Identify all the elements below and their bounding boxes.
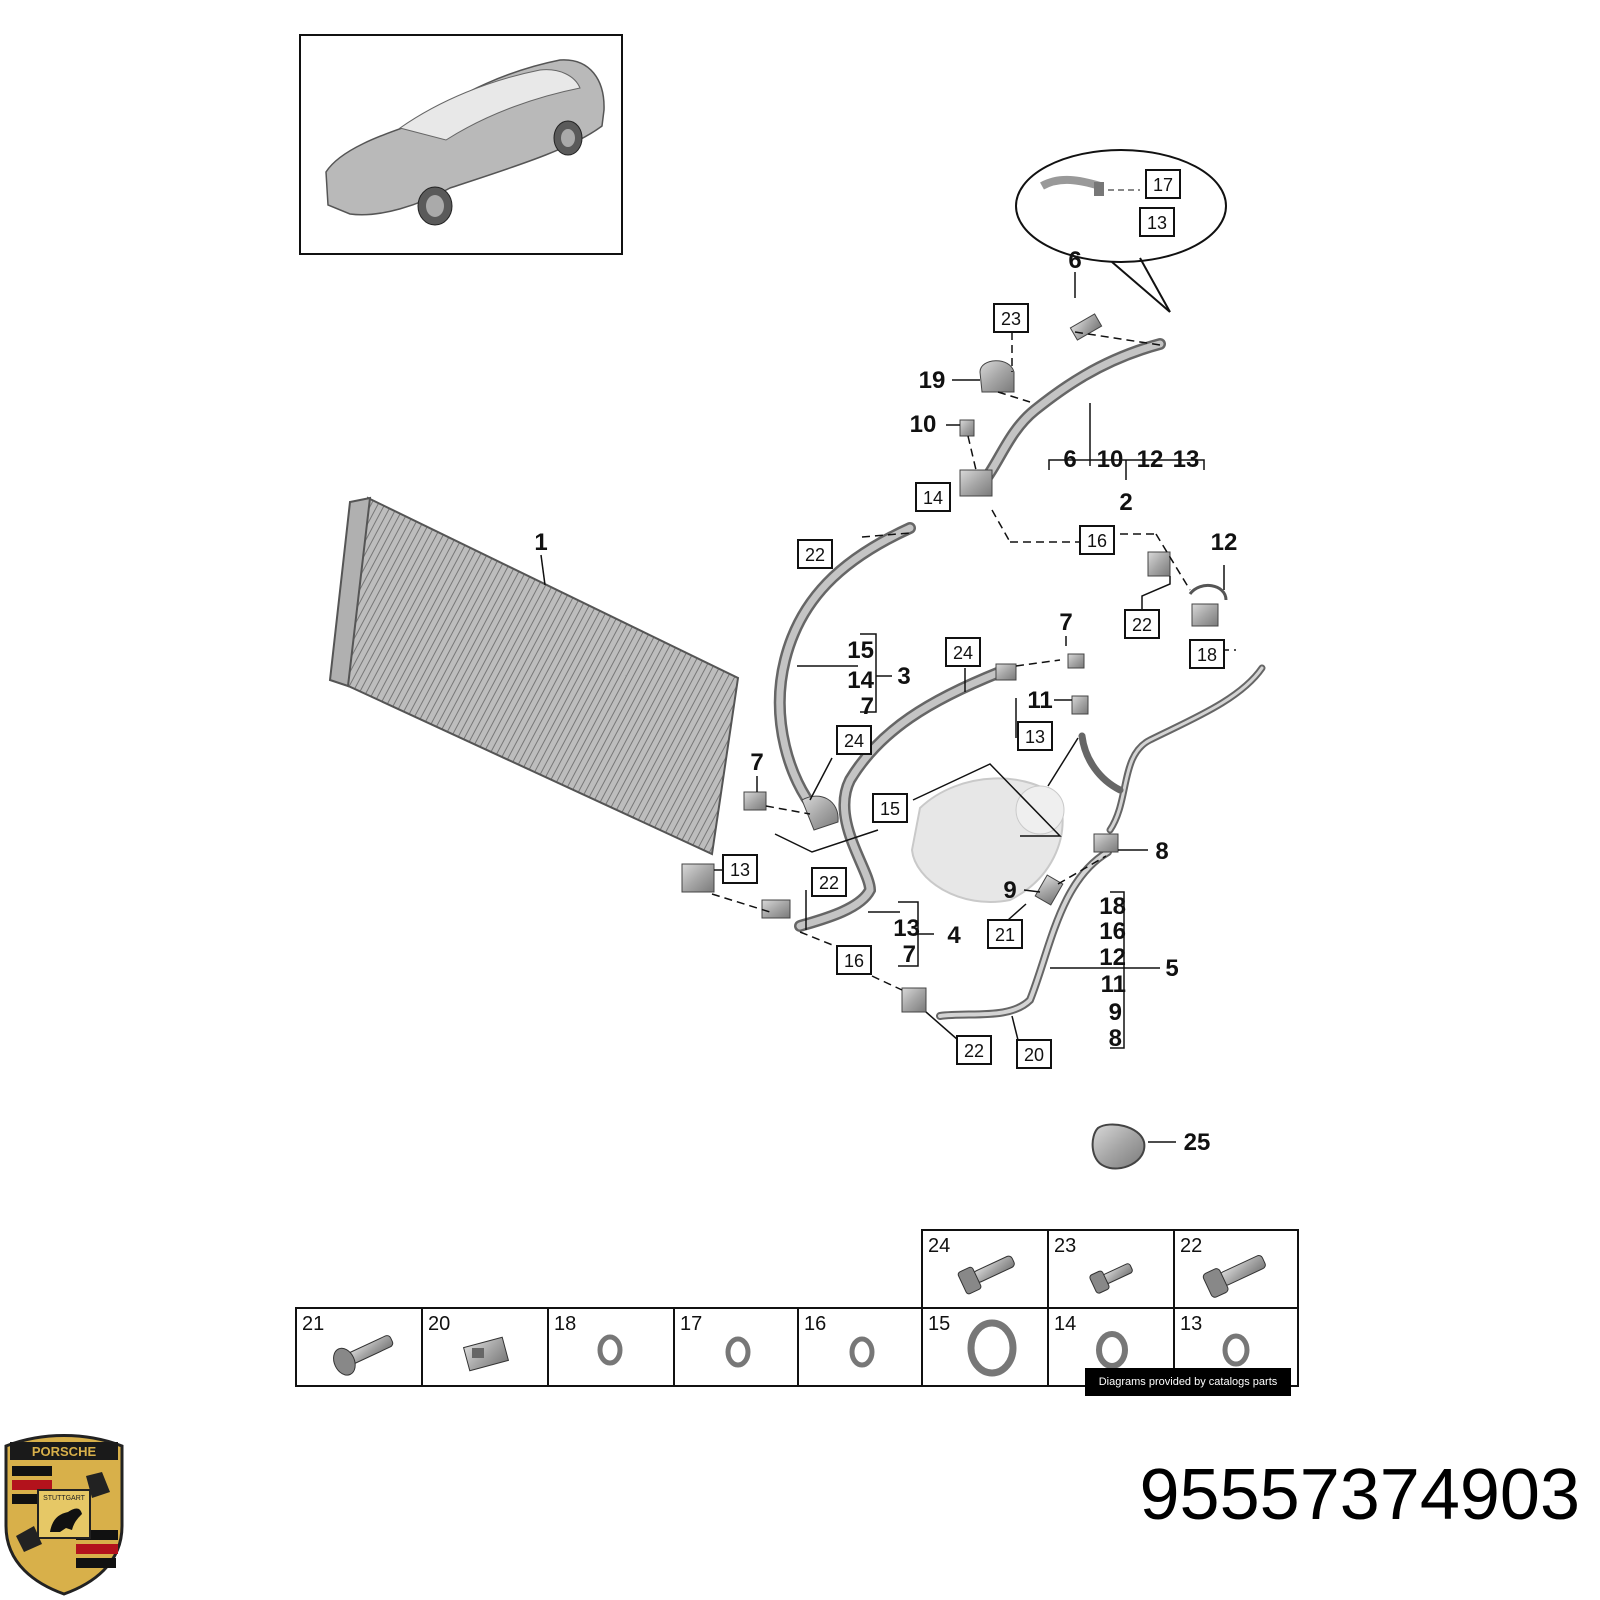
callout: 8 (1155, 838, 1168, 865)
callout: 12 (1211, 529, 1238, 556)
group-3-labels: 15 14 7 (847, 637, 874, 720)
svg-text:7: 7 (903, 941, 916, 968)
svg-text:9: 9 (1109, 999, 1122, 1026)
svg-text:14: 14 (847, 667, 874, 694)
o-ring-icon (1096, 1331, 1128, 1369)
bolt-icon (333, 1335, 394, 1376)
svg-text:10: 10 (1097, 446, 1124, 473)
boxed-callout: 22 (964, 1041, 984, 1061)
diagram-credit: Diagrams provided by catalogs parts (1085, 1368, 1291, 1396)
boxed-callout: 21 (995, 925, 1015, 945)
boxed-callout: 24 (953, 643, 973, 663)
boxed-callout: 13 (1025, 727, 1045, 747)
svg-text:15: 15 (847, 637, 874, 664)
bolt-flange-icon (957, 1255, 1015, 1295)
o-ring-icon (849, 1336, 875, 1368)
svg-text:PORSCHE: PORSCHE (32, 1444, 97, 1459)
svg-text:16: 16 (1099, 918, 1126, 945)
table-cell-number: 24 (928, 1235, 950, 1257)
callout: 7 (1059, 609, 1072, 636)
callout: 11 (1027, 687, 1052, 714)
boxed-callout: 13 (730, 860, 750, 880)
boxed-callout-frames (722, 169, 1225, 1069)
o-ring-large-icon (967, 1319, 1017, 1377)
callout: 1 (534, 529, 547, 556)
svg-text:18: 18 (1099, 893, 1126, 920)
table-cell-number: 14 (1054, 1313, 1076, 1335)
table-cell-number: 13 (1180, 1313, 1202, 1335)
callout: 10 (910, 411, 937, 438)
group-2-labels: 6 10 12 13 (1063, 446, 1199, 473)
table-cell-number: 18 (554, 1313, 576, 1335)
boxed-callout: 14 (923, 488, 943, 508)
callout: 19 (919, 367, 946, 394)
callout: 6 (1068, 247, 1081, 274)
callout: 9 (1003, 877, 1016, 904)
callout: 2 (1119, 489, 1132, 516)
detail-callout-ellipse (1015, 149, 1227, 313)
vehicle-thumbnail (299, 34, 623, 255)
boxed-callout: 17 (1153, 175, 1173, 195)
svg-text:8: 8 (1109, 1025, 1122, 1052)
fittings (681, 313, 1228, 1170)
table-cell-number: 20 (428, 1313, 450, 1335)
boxed-callout: 22 (1132, 615, 1152, 635)
svg-text:STUTTGART: STUTTGART (43, 1495, 86, 1502)
boxed-callout: 20 (1024, 1045, 1044, 1065)
table-cell-number: 15 (928, 1313, 950, 1335)
o-ring-icon (597, 1334, 623, 1366)
compressor (910, 777, 1065, 903)
condenser (328, 496, 740, 856)
callout: 5 (1165, 955, 1178, 982)
part-number: 95557374903 (1139, 1455, 1580, 1535)
boxed-callout: 13 (1147, 213, 1167, 233)
boxed-callout: 22 (819, 873, 839, 893)
o-ring-icon (1222, 1333, 1250, 1367)
table-cell-number: 21 (302, 1313, 324, 1335)
boxed-callout: 22 (805, 545, 825, 565)
group-4-labels: 13 7 (893, 915, 920, 968)
group-5-labels: 18 16 12 11 9 8 (1099, 893, 1126, 1052)
porsche-crest-logo: PORSCHE STUTTGART (4, 1434, 124, 1596)
svg-text:13: 13 (893, 915, 920, 942)
svg-text:11: 11 (1101, 971, 1126, 998)
parts-table: 24 23 22 21 20 18 17 16 15 14 13 (295, 1229, 1299, 1387)
leader-lines (540, 272, 1236, 1143)
table-cell-number: 23 (1054, 1235, 1076, 1257)
refrigerant-lines (773, 338, 1266, 1020)
bolt-short-icon (1089, 1263, 1133, 1294)
boxed-callout: 16 (844, 951, 864, 971)
svg-text:7: 7 (861, 693, 874, 720)
svg-text:6: 6 (1063, 446, 1076, 473)
boxed-callout-numbers: 17 13 23 14 22 16 22 18 24 13 24 15 13 2… (730, 175, 1217, 1065)
callout: 4 (947, 922, 961, 949)
boxed-callout: 15 (880, 799, 900, 819)
boxed-callout: 23 (1001, 309, 1021, 329)
svg-text:13: 13 (1173, 446, 1200, 473)
callout: 7 (750, 749, 763, 776)
table-cell-number: 22 (1180, 1235, 1202, 1257)
boxed-callout: 24 (844, 731, 864, 751)
callout: 25 (1184, 1129, 1211, 1156)
callout-numbers: 1 6 19 10 2 12 7 11 3 7 8 9 4 5 25 (534, 247, 1237, 1156)
table-cell-number: 17 (680, 1313, 702, 1335)
boxed-callout: 16 (1087, 531, 1107, 551)
callout: 3 (897, 663, 910, 690)
table-cell-number: 16 (804, 1313, 826, 1335)
bolt-splined-icon (1202, 1255, 1266, 1298)
o-ring-icon (725, 1336, 751, 1368)
clip-icon (462, 1336, 510, 1372)
boxed-callout: 18 (1197, 645, 1217, 665)
svg-text:12: 12 (1099, 944, 1126, 971)
svg-text:12: 12 (1137, 446, 1164, 473)
